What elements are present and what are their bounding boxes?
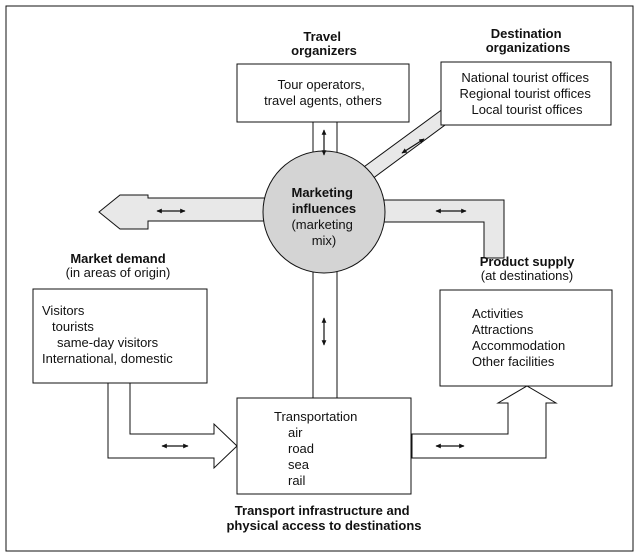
travel-organizers-box [236,63,410,123]
product-supply-box [439,289,613,387]
market-demand-flow-arrow [98,194,296,230]
flow-channels [98,102,558,470]
destination-organizations-items: National tourist offices Regional touris… [460,70,595,117]
destination-organizations-box [440,61,612,126]
travel-organizers-items: Tour operators, travel agents, others [264,77,382,108]
product-supply-heading: Product supply [480,254,575,269]
demand-to-transport-arrow [107,382,238,470]
market-demand-subheading: (in areas of origin) [66,265,171,280]
outer-frame [5,5,634,552]
marketing-mix-label: (marketing mix) [291,217,356,248]
product-supply-flow-channel [383,199,505,259]
destination-double-arrow [401,138,425,154]
marketing-influences-title: Marketing influences [291,185,356,216]
product-supply-items: Activities Attractions Accommodation Oth… [472,306,569,369]
market-demand-heading: Market demand [70,251,165,266]
product-supply-subheading: (at destinations) [481,268,574,283]
destination-organizations-heading: Destination organizations [486,26,571,55]
transport-caption: Transport infrastructure and physical ac… [226,503,421,533]
transport-items: Transportation air road sea rail [274,409,361,488]
market-demand-items: Visitors tourists same-day visitors Inte… [42,303,173,366]
transport-box [236,397,412,495]
market-demand-box [32,288,208,384]
transport-to-supply-arrow [411,385,558,459]
travel-organizers-heading: Travel organizers [291,29,357,58]
